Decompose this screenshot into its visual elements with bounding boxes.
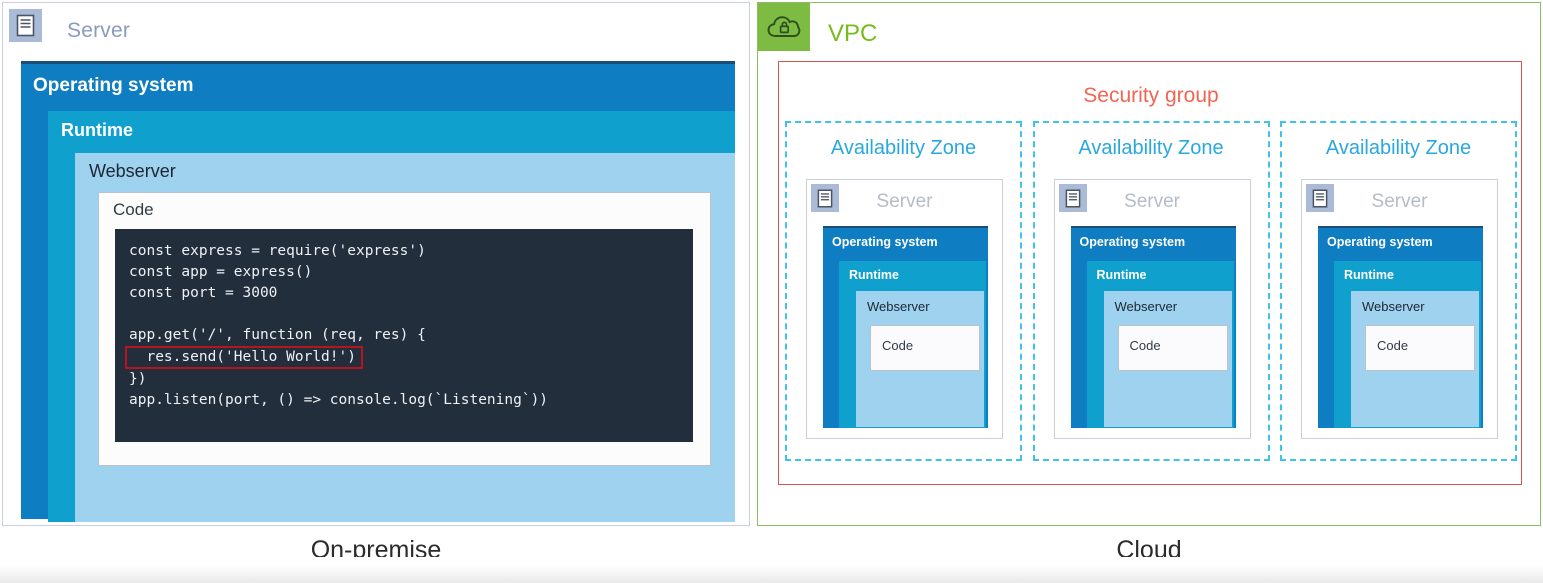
onpremise-operating-system-box: Operating system Runtime Webserver Code …	[21, 61, 735, 522]
az-operating-system-box: Operating system Runtime Webserver Code	[1318, 226, 1483, 428]
availability-zone-label: Availability Zone	[830, 137, 977, 159]
az-webserver-label: Webserver	[1114, 299, 1178, 314]
az-operating-system-box: Operating system Runtime Webserver Code	[823, 226, 988, 428]
az-operating-system-label: Operating system	[1327, 235, 1433, 249]
az-code-label: Code	[1129, 338, 1161, 353]
az-webserver-label: Webserver	[867, 299, 930, 314]
az-webserver-box: Webserver Code	[1351, 291, 1479, 427]
az-server-label: Server	[1371, 191, 1428, 212]
az-code-label: Code	[882, 338, 914, 353]
az-code-box: Code	[870, 325, 980, 371]
onpremise-runtime-box: Runtime Webserver Code const express = r…	[48, 111, 735, 522]
code-snippet: const express = require('express') const …	[115, 229, 693, 442]
code-line-blank	[129, 304, 679, 325]
az-server-label: Server	[1124, 191, 1180, 212]
availability-zone-box: Availability Zone Server Operating syste…	[1280, 121, 1517, 461]
code-line: })	[129, 371, 147, 387]
availability-zone-box: Availability Zone Server Operating syste…	[1032, 121, 1270, 461]
code-line-wrapper: res.send('Hello World!')	[125, 346, 679, 369]
onpremise-code-box: Code const express = require('express')c…	[98, 192, 711, 466]
availability-zone-box: Availability Zone Server Operating syste…	[785, 121, 1022, 461]
az-runtime-label: Runtime	[1344, 268, 1394, 282]
az-webserver-box: Webserver Code	[1103, 291, 1232, 427]
onpremise-webserver-box: Webserver Code const express = require('…	[75, 153, 735, 522]
az-runtime-label: Runtime	[849, 268, 899, 282]
az-code-box: Code	[1365, 325, 1475, 371]
onpremise-operating-system-label: Operating system	[33, 75, 194, 96]
server-rack-icon	[9, 9, 42, 42]
az-code-label: Code	[1377, 338, 1409, 353]
az-webserver-label: Webserver	[1362, 299, 1425, 314]
security-group-box: Security group Availability Zone Server …	[778, 61, 1522, 485]
cloud-vpc-panel: VPC Security group Availability Zone Ser…	[757, 2, 1541, 526]
az-code-box: Code	[1117, 325, 1228, 371]
server-rack-icon	[811, 184, 839, 212]
onpremise-webserver-label: Webserver	[89, 161, 176, 181]
security-group-label: Security group	[1083, 84, 1219, 107]
availability-zone-label: Availability Zone	[1078, 137, 1224, 159]
az-server-box: Server Operating system Runtime Webserve…	[1301, 179, 1498, 439]
code-line: const port = 3000	[129, 285, 278, 301]
onpremise-code-label: Code	[113, 200, 154, 219]
az-operating-system-label: Operating system	[832, 235, 938, 249]
server-rack-icon	[1058, 184, 1087, 212]
az-webserver-box: Webserver Code	[856, 291, 984, 427]
vpc-label: VPC	[828, 20, 878, 47]
onpremise-server-panel: Server Operating system Runtime Webserve…	[2, 2, 750, 526]
az-server-box: Server Operating system Runtime Webserve…	[806, 179, 1003, 439]
cloud-lock-icon	[758, 3, 810, 51]
az-server-label: Server	[876, 191, 933, 212]
code-line: app.listen(port, () => console.log(`List…	[129, 392, 549, 408]
availability-zone-label: Availability Zone	[1325, 137, 1472, 159]
az-runtime-box: Runtime Webserver Code	[1334, 261, 1481, 428]
onpremise-runtime-label: Runtime	[61, 120, 133, 140]
server-rack-icon	[1306, 184, 1334, 212]
onpremise-server-label: Server	[67, 19, 131, 42]
code-line-highlighted: res.send('Hello World!')	[125, 346, 363, 369]
az-runtime-box: Runtime Webserver Code	[839, 261, 986, 428]
az-runtime-label: Runtime	[1096, 268, 1147, 282]
az-server-box: Server Operating system Runtime Webserve…	[1053, 179, 1251, 439]
az-operating-system-box: Operating system Runtime Webserver Code	[1070, 226, 1236, 428]
az-runtime-box: Runtime Webserver Code	[1086, 261, 1234, 428]
code-line: const app = express()	[129, 264, 313, 280]
az-operating-system-label: Operating system	[1079, 235, 1186, 249]
availability-zone-row: Availability Zone Server Operating syste…	[785, 121, 1517, 461]
code-line: const express = require('express')	[129, 243, 426, 259]
code-line: app.get('/', function (req, res) {	[129, 327, 426, 343]
bottom-fade-strip	[0, 557, 1543, 583]
